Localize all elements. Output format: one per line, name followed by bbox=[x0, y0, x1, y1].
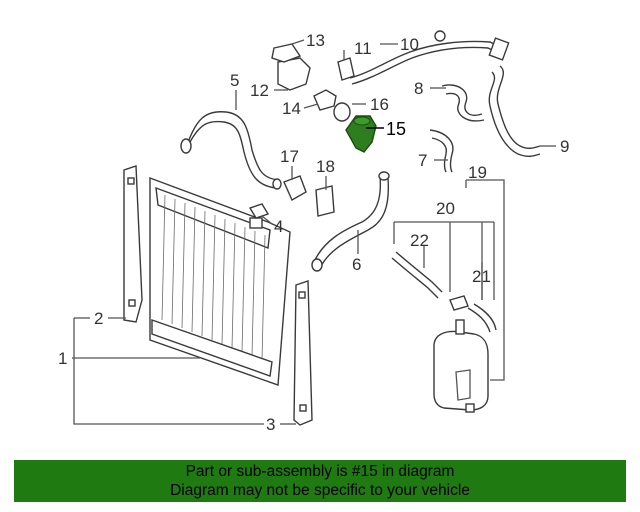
callout-8: 8 bbox=[414, 79, 423, 98]
callout-11: 11 bbox=[354, 39, 372, 58]
callout-5: 5 bbox=[230, 71, 239, 90]
hose-21 bbox=[467, 303, 497, 333]
callout-4: 4 bbox=[274, 217, 283, 236]
gasket-11 bbox=[337, 57, 355, 81]
callout-18: 18 bbox=[316, 157, 335, 176]
banner-line-1: Part or sub-assembly is #15 in diagram bbox=[185, 463, 455, 480]
heater-hose-9 bbox=[488, 65, 541, 157]
upper-radiator-hose bbox=[185, 111, 279, 189]
water-outlet-12 bbox=[277, 57, 311, 91]
right-side-bracket bbox=[293, 280, 313, 426]
lower-radiator-hose bbox=[313, 175, 390, 269]
cap-20 bbox=[449, 295, 469, 311]
info-banner: Part or sub-assembly is #15 in diagram D… bbox=[14, 460, 626, 502]
highlighted-part-15 bbox=[345, 115, 377, 153]
leader-lines bbox=[72, 39, 556, 425]
callout-17: 17 bbox=[280, 147, 299, 166]
thermostat-14 bbox=[313, 89, 337, 111]
water-inlet-17 bbox=[283, 175, 307, 201]
bypass-hose bbox=[429, 129, 454, 173]
callout-1: 1 bbox=[58, 349, 67, 368]
callout-16: 16 bbox=[370, 95, 389, 114]
gasket-13 bbox=[271, 43, 302, 63]
reservoir-tank bbox=[433, 319, 489, 413]
banner-line-2: Diagram may not be specific to your vehi… bbox=[170, 482, 470, 499]
heater-hose-8 bbox=[441, 84, 485, 122]
callout-20: 20 bbox=[436, 199, 455, 218]
callout-13: 13 bbox=[306, 31, 325, 50]
callout-19: 19 bbox=[468, 163, 487, 182]
callout-2: 2 bbox=[94, 309, 103, 328]
callout-14: 14 bbox=[282, 99, 301, 118]
callout-12: 12 bbox=[250, 81, 269, 100]
callout-3: 3 bbox=[266, 415, 275, 434]
callout-10: 10 bbox=[400, 35, 419, 54]
callout-7: 7 bbox=[418, 151, 427, 170]
callout-21: 21 bbox=[472, 267, 491, 286]
callout-9: 9 bbox=[560, 137, 569, 156]
gasket-18 bbox=[315, 185, 335, 217]
parts-diagram: 1 2 3 4 5 6 7 8 9 10 11 12 13 14 15 16 1… bbox=[58, 30, 569, 434]
heater-pipe bbox=[349, 40, 507, 85]
overflow-hose-22 bbox=[391, 251, 443, 299]
gasket-16 bbox=[333, 102, 351, 122]
callout-labels: 1 2 3 4 5 6 7 8 9 10 11 12 13 14 15 16 1… bbox=[58, 31, 569, 434]
callout-6: 6 bbox=[352, 255, 361, 274]
radiator bbox=[149, 176, 291, 386]
callout-22: 22 bbox=[410, 231, 429, 250]
callout-15: 15 bbox=[386, 119, 406, 139]
left-side-bracket bbox=[123, 165, 143, 323]
clip-4 bbox=[248, 203, 270, 219]
